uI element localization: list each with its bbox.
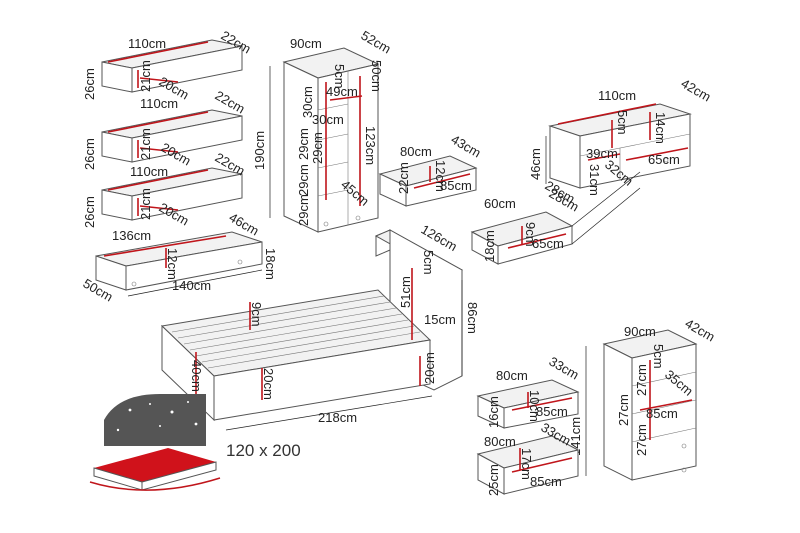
shelf1-width: 110cm [128, 36, 166, 51]
tv-drawer-inner: 9cm [523, 222, 538, 247]
bed-drawer-inner: 12cm [165, 248, 180, 280]
bc-drawer1-inner-w: 85cm [536, 404, 568, 419]
tv-unit-39: 39cm [586, 146, 618, 161]
bed-drawer-height: 18cm [263, 248, 278, 280]
bed-51: 51cm [398, 276, 413, 308]
tv-drawer-height: 18cm [482, 230, 497, 262]
bookcase-27c: 27cm [634, 424, 649, 456]
bookcase-drawer-1: 80cm 33cm 16cm 10cm 85cm [476, 354, 582, 429]
bc-drawer1-depth: 33cm [547, 354, 582, 383]
wall-shelf-2: 110cm 22cm 26cm 21cm 20cm [82, 88, 248, 170]
bed-9: 9cm [249, 302, 264, 327]
shelf2-height: 26cm [82, 138, 97, 170]
tv-drawer-inner-w: 65cm [532, 236, 564, 251]
tv-drawer: 60cm 28cm 18cm 9cm 65cm [470, 171, 641, 265]
wardrobe-30a: 30cm [300, 86, 315, 118]
bed-height: 86cm [465, 302, 480, 334]
bookcase-27b: 27cm [616, 394, 631, 426]
wardrobe-drawer-depth: 43cm [449, 132, 484, 161]
bookcase: 90cm 42cm 141cm 5cm 27cm 35cm 27cm 85cm … [568, 316, 718, 481]
bed-20a: 20cm [261, 368, 276, 400]
bed-drawer-width: 136cm [112, 228, 151, 243]
tv-unit-5: 5cm [615, 110, 630, 135]
wardrobe-drawer-height: 22cm [396, 162, 411, 194]
bed-slats [171, 295, 421, 369]
bc-drawer1-height: 16cm [486, 396, 501, 428]
bed-5: 5cm [421, 250, 436, 275]
wardrobe-49: 49cm [326, 84, 358, 99]
tv-unit-depth: 42cm [679, 76, 714, 105]
bed-drawer-outer-width: 140cm [172, 278, 211, 293]
shelf3-height: 26cm [82, 196, 97, 228]
bed-15: 15cm [424, 312, 456, 327]
bookcase-5: 5cm [651, 344, 666, 369]
tv-unit-width: 110cm [598, 88, 636, 103]
wardrobe-30b: 30cm [312, 112, 344, 127]
tv-unit-height: 46cm [528, 148, 543, 180]
bookcase-85: 85cm [646, 406, 678, 421]
bookcase-width: 90cm [624, 324, 656, 339]
wardrobe-29a: 29cm [296, 128, 311, 160]
shelf1-inner-height: 21cm [138, 60, 153, 92]
tv-unit-14: 14cm [653, 112, 668, 144]
bookcase-drawer-2: 80cm 33cm 25cm 17cm 85cm [476, 420, 580, 496]
bc-drawer1-inner: 10cm [527, 390, 542, 422]
bc-drawer2-inner: 17cm [519, 448, 534, 480]
bed-size-label: 120 x 200 [226, 441, 301, 460]
bc-drawer2-height: 25cm [486, 464, 501, 496]
bed-drawer: 136cm 46cm 18cm 12cm 140cm 50cm [81, 210, 279, 305]
shelf2-inner-height: 21cm [138, 128, 153, 160]
wardrobe-29c: 29cm [296, 164, 311, 196]
bc-drawer2-inner-w: 85cm [530, 474, 562, 489]
shelf3-inner-height: 21cm [138, 188, 153, 220]
shelf2-width: 110cm [140, 96, 178, 111]
bc-drawer2-width: 80cm [484, 434, 516, 449]
wardrobe-depth: 52cm [359, 28, 394, 57]
wardrobe: 90cm 52cm 190cm 5cm 50cm 30cm 49cm 30cm … [252, 28, 394, 233]
wardrobe-top-50: 50cm [369, 60, 384, 92]
wardrobe-drawer-inner-h: 12cm [433, 160, 448, 192]
wardrobe-drawer: 80cm 43cm 12cm 85cm 22cm [378, 132, 484, 207]
bed-length: 218cm [318, 410, 357, 425]
bookcase-27a: 27cm [634, 364, 649, 396]
wardrobe-width: 90cm [290, 36, 322, 51]
wardrobe-drawer-inner-w: 85cm [440, 178, 472, 193]
bed-20b: 20cm [422, 352, 437, 384]
wardrobe-height: 190cm [252, 131, 267, 170]
shelf1-height: 26cm [82, 68, 97, 100]
wardrobe-29d: 29cm [296, 194, 311, 226]
wardrobe-123: 123cm [363, 126, 378, 165]
tv-unit-31: 31cm [587, 164, 602, 196]
wardrobe-drawer-width: 80cm [400, 144, 432, 159]
tv-drawer-width: 60cm [484, 196, 516, 211]
wall-shelf-3: 110cm 22cm 26cm 21cm 20cm [82, 150, 248, 229]
bed-40: 40cm [189, 360, 204, 392]
shelf3-width: 110cm [130, 164, 168, 179]
wardrobe-29b: 29cm [310, 132, 325, 164]
bc-drawer1-width: 80cm [496, 368, 528, 383]
bed-illustration: 120 x 200 [89, 394, 301, 491]
wardrobe-top-5: 5cm [332, 64, 347, 89]
tv-unit-65: 65cm [648, 152, 680, 167]
